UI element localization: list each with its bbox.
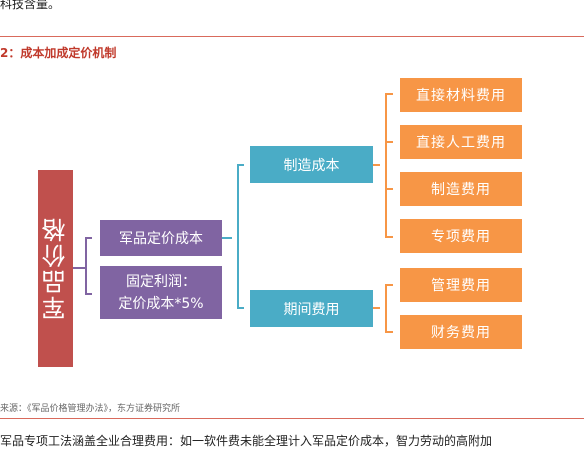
- box-manufacturing-expense: 制造费用: [400, 172, 522, 206]
- box-period-expense: 期间费用: [250, 290, 373, 327]
- box-direct-material: 直接材料费用: [400, 78, 522, 112]
- figure-source: 来源：《军品价格管理办法》，东方证券研究所: [0, 404, 181, 414]
- bracket-cost: [222, 164, 244, 309]
- box-manufacturing-cost-label: 制造成本: [283, 157, 340, 174]
- figure-bottom-rule: [0, 418, 584, 419]
- box-period-expense-label: 期间费用: [283, 301, 340, 318]
- box-fixed-profit-line2: 定价成本*5%: [118, 295, 204, 312]
- box-manufacturing-expense-label: 制造费用: [431, 182, 491, 198]
- box-management-expense: 管理费用: [400, 268, 522, 302]
- bracket-root: [73, 237, 92, 295]
- figure-top-rule: [0, 36, 584, 37]
- box-management-expense-label: 管理费用: [431, 278, 491, 294]
- box-direct-material-label: 直接材料费用: [416, 88, 506, 104]
- bracket-manufacturing: [373, 93, 393, 238]
- bracket-period: [373, 284, 393, 333]
- box-fixed-profit: 固定利润： 定价成本*5%: [100, 266, 222, 319]
- box-direct-labor-label: 直接人工费用: [416, 135, 506, 151]
- box-financial-expense-label: 财务费用: [431, 325, 491, 341]
- box-financial-expense: 财务费用: [400, 315, 522, 349]
- following-paragraph-text: 军品专项工法涵盖全业合理费用：如一软件费未能全理计入军品定价成本，智力劳动的高附…: [0, 434, 493, 448]
- box-manufacturing-cost: 制造成本: [250, 146, 373, 183]
- box-military-pricing-cost: 军品定价成本: [100, 220, 222, 256]
- box-military-pricing-cost-label: 军品定价成本: [119, 231, 203, 247]
- preceding-paragraph-text: 科技含量。: [0, 0, 61, 11]
- root-box-military-price: 军品价格: [38, 170, 73, 367]
- box-fixed-profit-line1: 固定利润：: [126, 273, 196, 290]
- box-direct-labor: 直接人工费用: [400, 125, 522, 159]
- figure-title: 2：成本加成定价机制: [0, 46, 117, 60]
- box-special-expense: 专项费用: [400, 219, 522, 253]
- box-special-expense-label: 专项费用: [431, 229, 491, 245]
- connector-lines: [73, 93, 393, 333]
